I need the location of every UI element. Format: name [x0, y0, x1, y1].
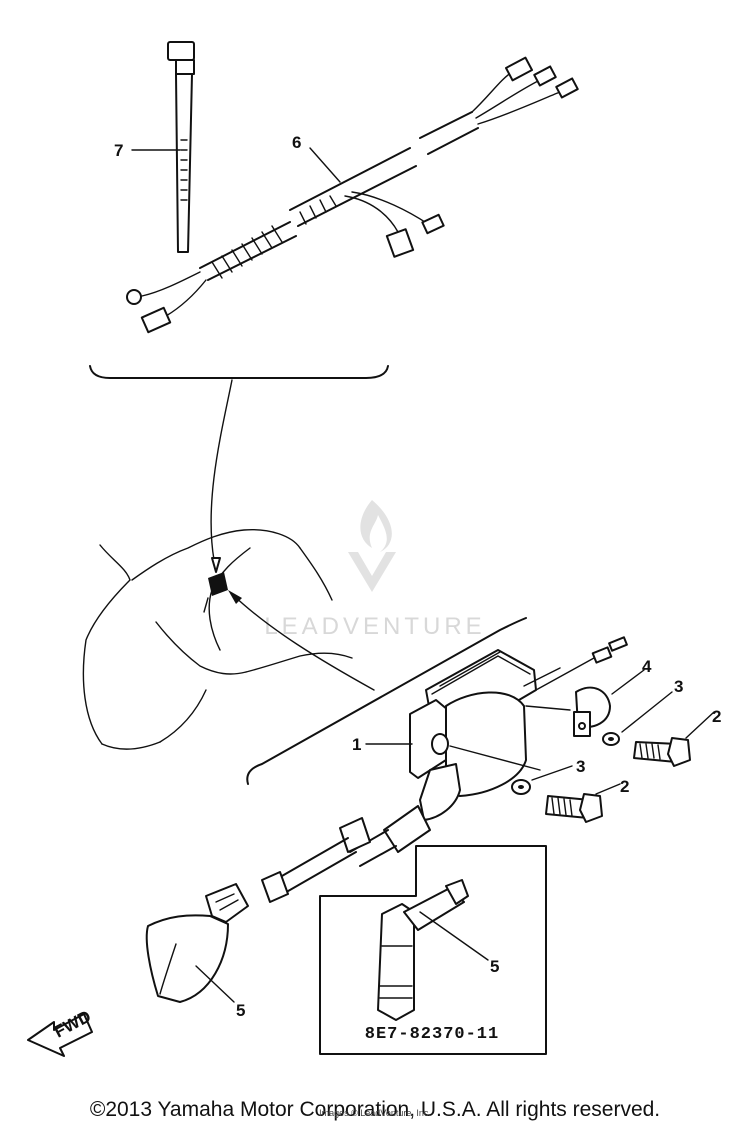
part-cable-tie	[167, 41, 195, 253]
part-spark-plug-cap	[145, 883, 249, 1003]
v-logo-icon	[348, 552, 396, 592]
callout-6: 6	[292, 133, 301, 152]
part-ht-lead	[261, 817, 397, 903]
part-ignition-coil	[383, 636, 628, 853]
frame-silhouette	[82, 529, 375, 750]
copyright-notice: ©2013 Yamaha Motor Corporation, U.S.A. A…	[89, 1098, 661, 1121]
callout-3-upper: 3	[674, 677, 683, 696]
callout-2-lower: 2	[620, 777, 629, 796]
callout-3-lower: 3	[576, 757, 585, 776]
leadventure-watermark: LEADVENTURE	[264, 500, 485, 640]
alternate-part-number: 8E7-82370-11	[365, 1025, 499, 1044]
callout-5-inset: 5	[490, 957, 499, 976]
top-group-bracket	[89, 365, 389, 379]
callout-4: 4	[642, 657, 652, 676]
watermark-text: LEADVENTURE	[264, 613, 485, 640]
image-credit-overlay: Images © LeadVenture, Inc.	[319, 1108, 431, 1118]
part-clamp	[573, 686, 611, 737]
part-washer-upper	[602, 732, 620, 746]
fwd-direction-icon: FWD	[27, 1007, 94, 1057]
part-washer-lower	[511, 779, 531, 795]
callout-2-upper: 2	[712, 707, 721, 726]
part-wire-harness	[126, 56, 579, 334]
part-bolt-lower	[545, 793, 603, 823]
callout-1: 1	[352, 735, 361, 754]
callout-7: 7	[114, 141, 123, 160]
inset-alternate-part	[319, 845, 547, 1055]
part-bolt-upper	[633, 737, 691, 767]
callout-5-left: 5	[236, 1001, 245, 1020]
flame-logo-icon	[360, 500, 392, 552]
bottom-group-bracket	[246, 617, 527, 785]
